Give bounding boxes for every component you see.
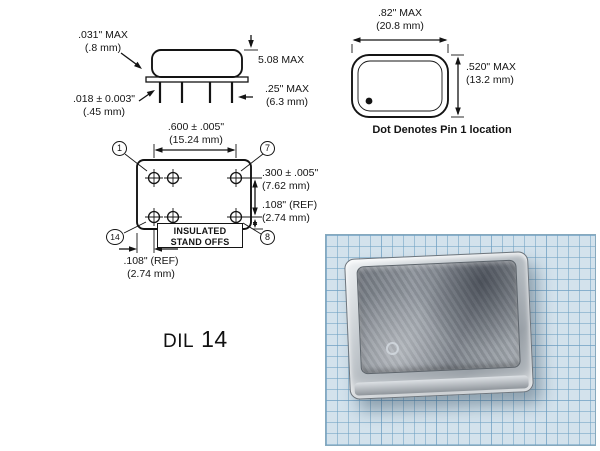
top-view-arrowheads [352, 37, 461, 116]
ref-right-dimension-label: .108" (REF) (2.74 mm) [262, 199, 317, 224]
pin-number-1: 1 [112, 141, 127, 156]
row-spacing-dimension-mm: (7.62 mm) [262, 179, 310, 192]
package-pin-count: 14 [201, 326, 228, 352]
oscillator-body [344, 251, 534, 400]
top-view-linework [351, 37, 464, 118]
package-width-dimension-mm: (20.8 mm) [376, 19, 424, 32]
insulated-standoffs-callout: INSULATED STAND OFFS [157, 223, 243, 248]
ref-right-dimension-inch: .108" (REF) [262, 199, 318, 211]
body-height-dimension-mm: 5.08 MAX [258, 54, 305, 66]
ref-bottom-dimension-label: .108" (REF) (2.74 mm) [112, 255, 190, 280]
oscillator-base-flange [354, 375, 529, 396]
lead-diameter-dimension-inch: .018 ± 0.003" [72, 93, 136, 105]
ref-right-dimension-mm: (2.74 mm) [262, 211, 310, 224]
ref-bottom-dimension-mm: (2.74 mm) [127, 267, 175, 280]
package-depth-dimension-label: .520" MAX (13.2 mm) [466, 61, 516, 86]
package-width-dimension-inch: .82" MAX [378, 7, 422, 19]
lead-diameter-dimension-label: .018 ± 0.003" (.45 mm) [62, 93, 146, 118]
oscillator-top-face [356, 259, 521, 375]
bottom-view-arrowheads [129, 147, 258, 252]
lead-length-dimension-mm: (6.3 mm) [266, 95, 308, 108]
component-photo [325, 234, 596, 446]
row-spacing-dimension-label: .300 ± .005" (7.62 mm) [262, 167, 318, 192]
insulated-standoffs-line1: INSULATED [173, 226, 227, 236]
lead-length-dimension-label: .25" MAX (6.3 mm) [254, 83, 320, 108]
lead-diameter-dimension-mm: (.45 mm) [83, 105, 125, 118]
side-view-linework [120, 35, 258, 103]
side-view-arrowheads [134, 40, 254, 100]
pin1-dot [365, 97, 373, 105]
insulated-standoffs-line2: STAND OFFS [170, 237, 230, 247]
package-depth-dimension-mm: (13.2 mm) [466, 73, 514, 86]
standoff-dimension-inch: .031" MAX [78, 29, 128, 41]
pin-number-8: 8 [260, 230, 275, 245]
pin-and-standoff-symbols [145, 169, 245, 226]
package-depth-dimension-inch: .520" MAX [466, 61, 516, 73]
package-family: DIL [163, 331, 195, 352]
ref-bottom-dimension-inch: .108" (REF) [123, 255, 179, 267]
pin-pitch-dimension-label: .600 ± .005" (15.24 mm) [150, 121, 242, 146]
row-spacing-dimension-inch: .300 ± .005" [262, 167, 319, 179]
pin-number-14: 14 [106, 229, 124, 245]
package-name: DIL 14 [163, 326, 228, 353]
standoff-dimension-label: .031" MAX (.8 mm) [66, 29, 140, 54]
pin-number-7: 7 [260, 141, 275, 156]
pin1-location-note: Dot Denotes Pin 1 location [372, 124, 512, 136]
package-width-dimension-label: .82" MAX (20.8 mm) [356, 7, 444, 32]
bottom-view-linework [119, 144, 264, 253]
pin-pitch-dimension-inch: .600 ± .005" [167, 121, 225, 133]
pin-pitch-dimension-mm: (15.24 mm) [169, 133, 223, 146]
pin1-stamp-mark [385, 341, 400, 356]
lead-length-dimension-inch: .25" MAX [265, 83, 309, 95]
standoff-dimension-mm: (.8 mm) [84, 41, 122, 54]
body-height-dimension-label: 5.08 MAX [258, 54, 304, 67]
